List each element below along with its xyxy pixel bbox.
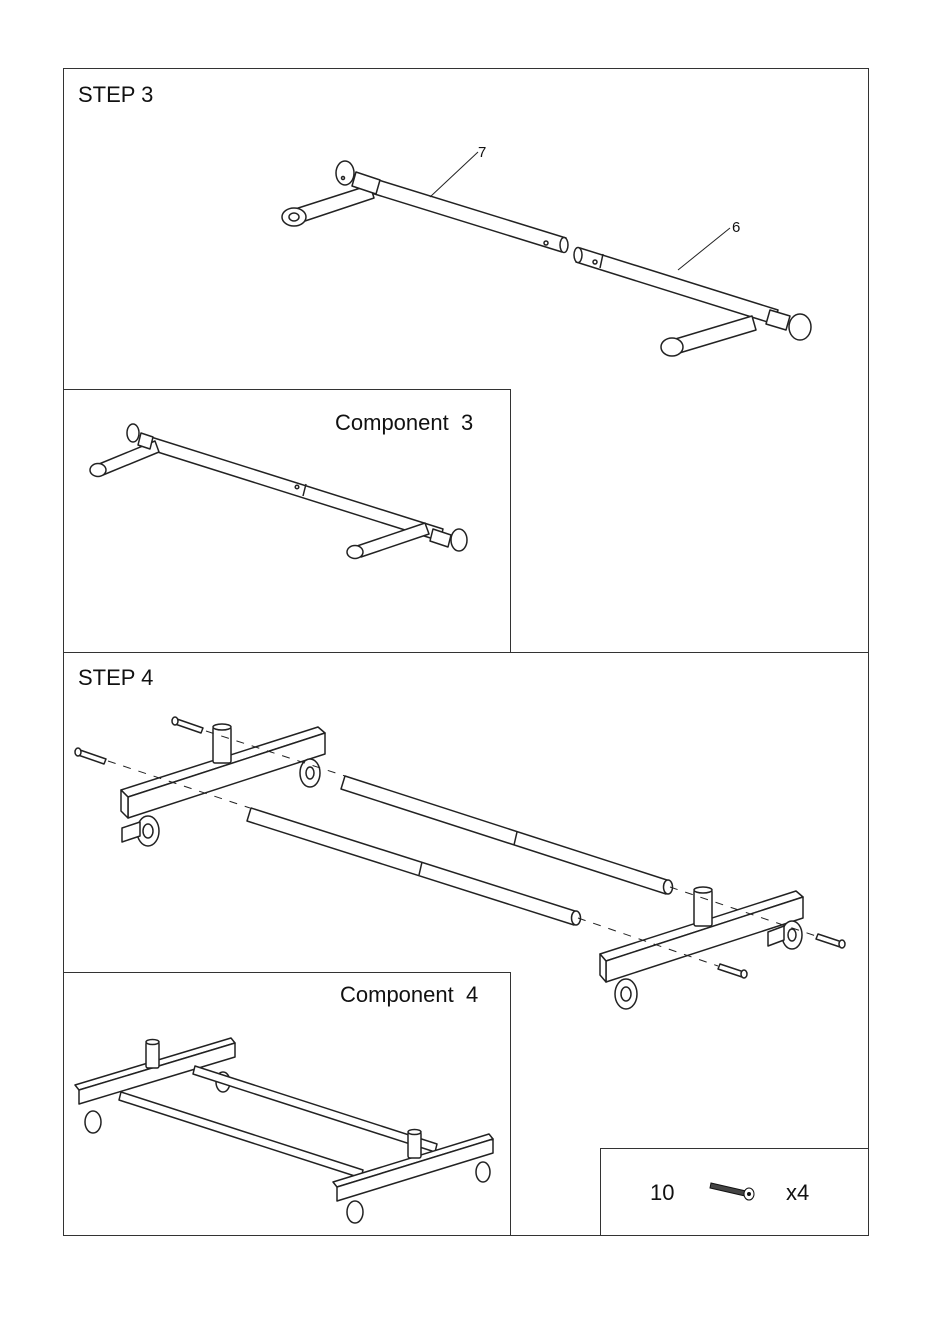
bar-upper	[341, 776, 673, 894]
component4-drawing	[63, 972, 511, 1236]
hardware-quantity: x4	[786, 1180, 809, 1206]
right-base	[600, 887, 803, 1009]
bolt-icon	[708, 1180, 756, 1202]
hardware-part-number: 10	[650, 1180, 674, 1206]
bar-lower	[247, 808, 581, 925]
bolts-left	[75, 717, 203, 764]
